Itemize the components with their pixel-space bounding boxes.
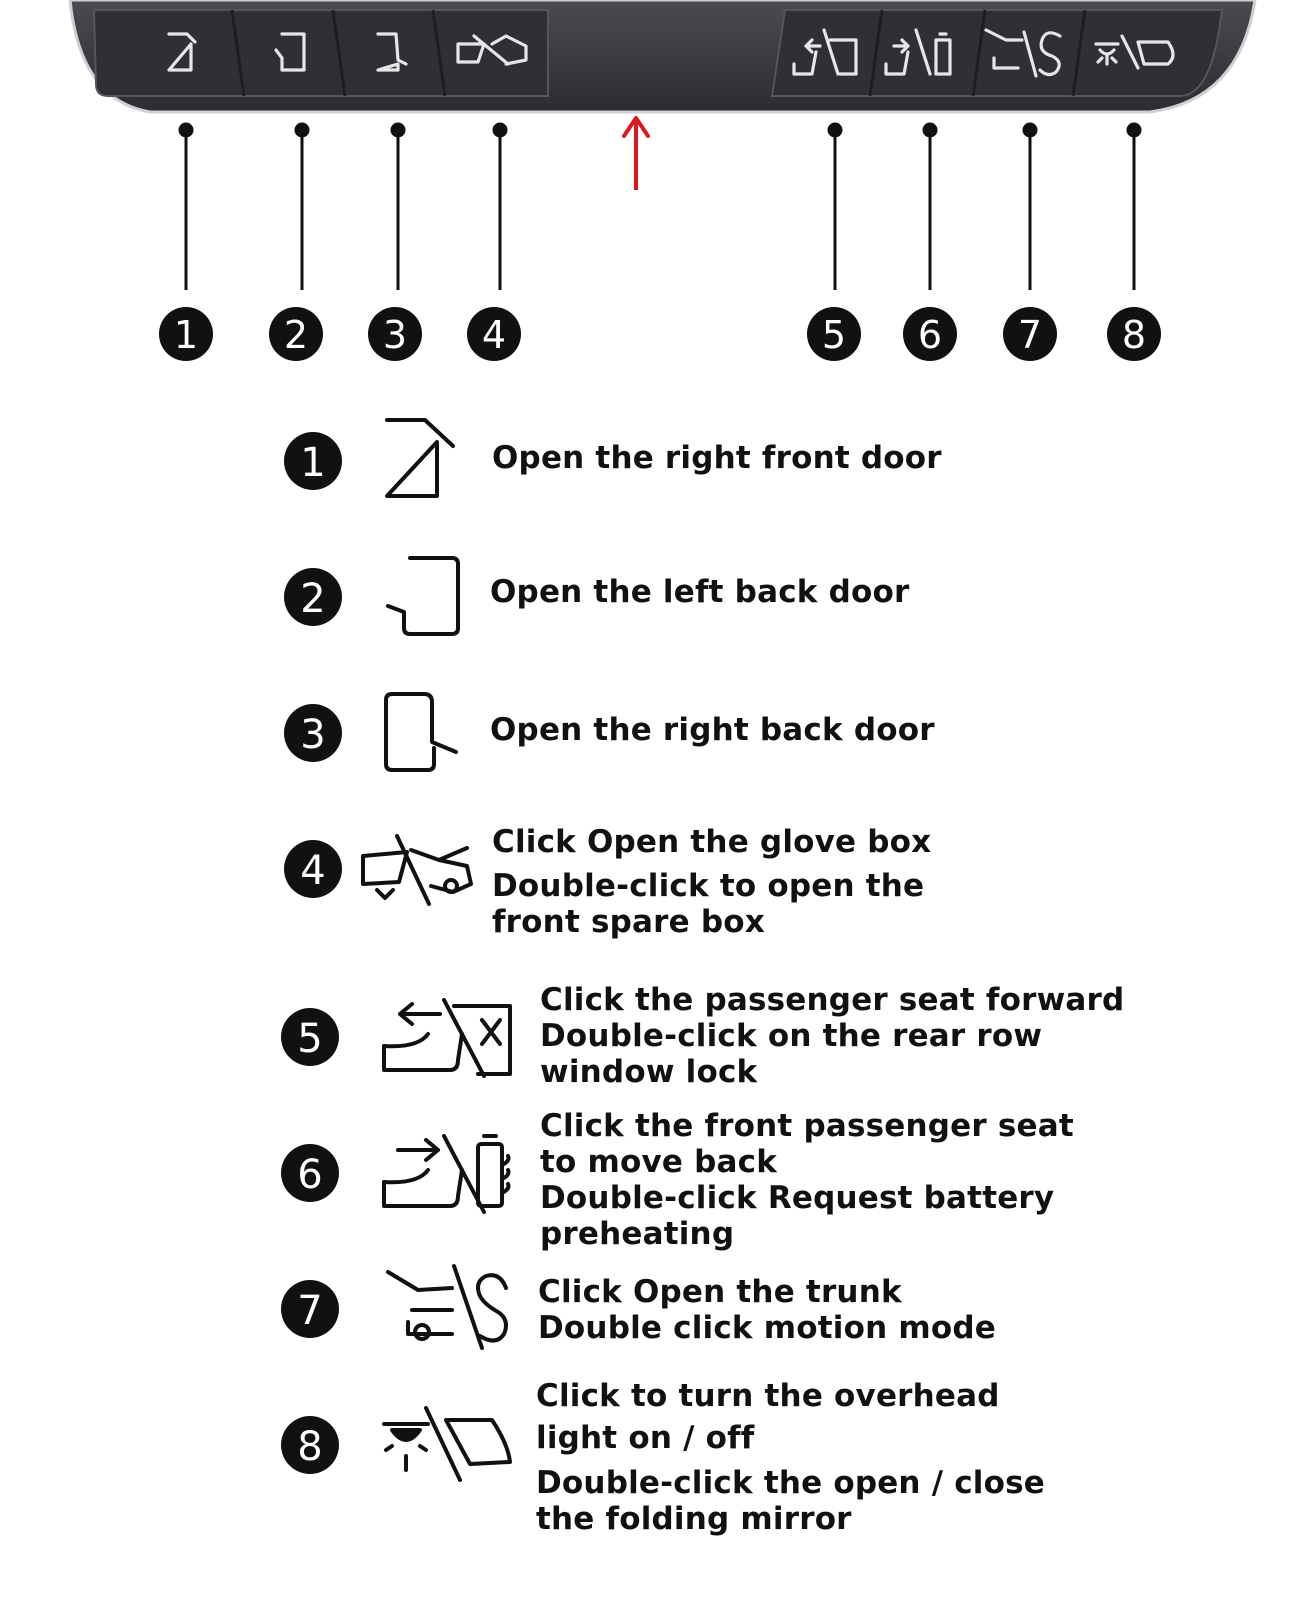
seat-forward-window-lock-icon	[382, 998, 512, 1078]
glove-box-frunk-icon	[361, 834, 473, 906]
overhead-light-mirror-icon	[1094, 34, 1175, 70]
callout-badge-2: 2	[269, 307, 323, 361]
seat-back-battery-preheat-icon	[884, 28, 952, 76]
red-arrow-indicator	[622, 116, 650, 190]
legend-badge-8: 8	[281, 1416, 339, 1474]
svg-text:2: 2	[284, 313, 308, 357]
legend-badge-2: 2	[284, 568, 342, 626]
legend-badge-4: 4	[284, 840, 342, 898]
svg-text:3: 3	[383, 313, 407, 357]
callout-leaders	[178, 122, 1142, 290]
legend-badge-6: 6	[281, 1144, 339, 1202]
panel-button-7[interactable]	[984, 28, 1062, 78]
legend-text-6: Click the front passenger seat to move b…	[540, 1108, 1074, 1252]
svg-text:4: 4	[300, 848, 325, 894]
callout-badge-5: 5	[807, 307, 861, 361]
svg-text:3: 3	[300, 712, 325, 758]
button-panel-diagram: 1 2 3 4 5 6 7 8	[68, 0, 1257, 361]
trunk-sport-mode-icon	[386, 1264, 508, 1350]
glove-box-frunk-icon	[456, 34, 528, 66]
callout-badge-1: 1	[159, 307, 213, 361]
svg-text:1: 1	[300, 440, 325, 486]
legend-badge-7: 7	[281, 1280, 339, 1338]
legend-text-3: Open the right back door	[490, 712, 935, 748]
callout-badge-7: 7	[1003, 307, 1057, 361]
svg-text:6: 6	[918, 313, 942, 357]
svg-text:7: 7	[297, 1288, 322, 1334]
panel-button-5[interactable]	[792, 28, 858, 76]
right-button-group	[770, 9, 1224, 97]
panel-button-3[interactable]	[376, 32, 408, 72]
callout-badge-3: 3	[368, 307, 422, 361]
svg-text:4: 4	[482, 313, 506, 357]
left-button-group	[92, 9, 549, 97]
svg-text:8: 8	[1122, 313, 1146, 357]
left-back-door-icon	[386, 556, 460, 636]
legend-badge-5: 5	[281, 1008, 339, 1066]
svg-text:2: 2	[300, 576, 325, 622]
right-front-door-icon	[385, 418, 455, 498]
legend-text-2: Open the left back door	[490, 574, 910, 610]
legend-text-1: Open the right front door	[492, 440, 942, 476]
callout-badge-8: 8	[1107, 307, 1161, 361]
svg-text:6: 6	[297, 1152, 322, 1198]
svg-text:1: 1	[174, 313, 198, 357]
svg-text:8: 8	[297, 1424, 322, 1470]
right-front-door-icon	[167, 32, 197, 72]
left-back-door-icon	[274, 32, 306, 72]
panel-button-4[interactable]	[456, 34, 528, 66]
panel-button-6[interactable]	[884, 28, 952, 76]
legend-badge-1: 1	[284, 432, 342, 490]
overhead-light-mirror-icon	[382, 1406, 512, 1482]
legend-text-7: Click Open the trunk Double click motion…	[538, 1274, 996, 1346]
panel-button-2[interactable]	[274, 32, 306, 72]
legend-text-5: Click the passenger seat forward Double-…	[540, 982, 1125, 1090]
panel-button-8[interactable]	[1094, 34, 1175, 70]
svg-text:5: 5	[822, 313, 846, 357]
callout-badge-4: 4	[467, 307, 521, 361]
panel-button-1[interactable]	[167, 32, 197, 72]
right-back-door-icon	[376, 32, 408, 72]
svg-text:7: 7	[1018, 313, 1042, 357]
seat-back-battery-preheat-icon	[382, 1134, 511, 1214]
trunk-sport-mode-icon	[984, 28, 1062, 78]
right-back-door-icon	[384, 692, 458, 772]
legend-badge-3: 3	[284, 704, 342, 762]
svg-text:5: 5	[297, 1016, 322, 1062]
callout-badge-6: 6	[903, 307, 957, 361]
legend-text-8: Click to turn the overhead light on / of…	[536, 1378, 1045, 1537]
legend-text-4: Click Open the glove box Double-click to…	[492, 824, 932, 940]
seat-forward-window-lock-icon	[792, 28, 858, 76]
